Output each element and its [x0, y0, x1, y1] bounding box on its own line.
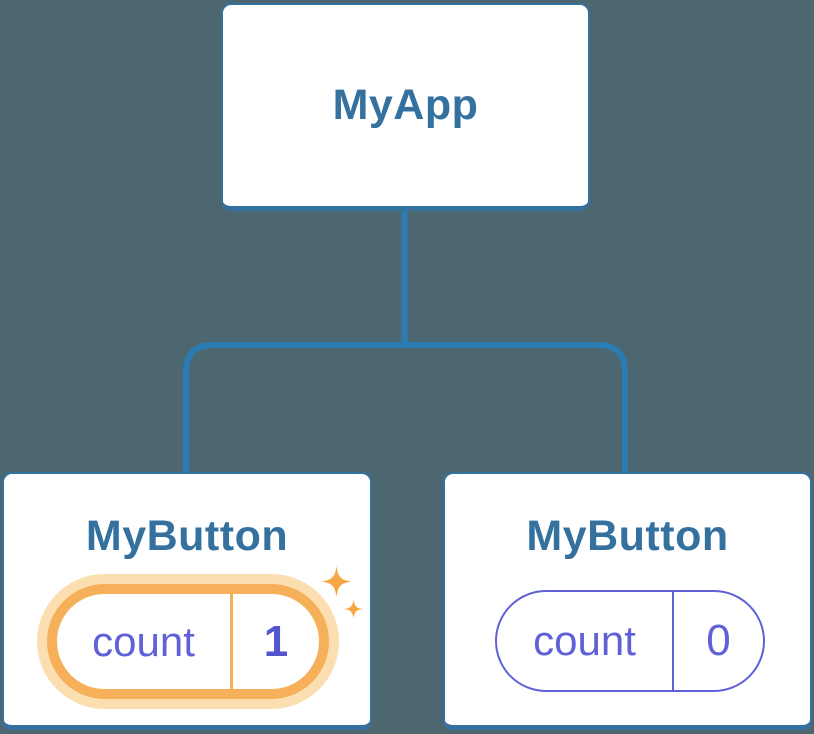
node-mybutton-updated: MyButton count 1 [2, 472, 372, 730]
state-pill-ring: count 1 [47, 584, 329, 699]
state-key-label: count [533, 617, 636, 664]
branch-connector-line [183, 342, 628, 473]
state-pill-core: count 1 [57, 594, 319, 689]
sparkle-icon-small [344, 599, 363, 619]
pill-divider [230, 594, 233, 689]
node-mybutton-updated-label: MyButton [85, 512, 289, 560]
state-value: 0 [706, 616, 731, 665]
node-mybutton-label: MyButton [526, 512, 729, 560]
pill-divider [672, 592, 674, 690]
node-mybutton: MyButton count 0 [443, 472, 812, 730]
sparkle-icon-large [321, 566, 352, 597]
node-myapp-label: MyApp [332, 81, 479, 129]
node-myapp: MyApp [221, 3, 590, 211]
state-key-label: count [92, 617, 195, 665]
state-value: 1 [263, 616, 289, 666]
state-pill-highlighted: count 1 [37, 574, 339, 709]
state-pill: count 0 [495, 590, 765, 692]
